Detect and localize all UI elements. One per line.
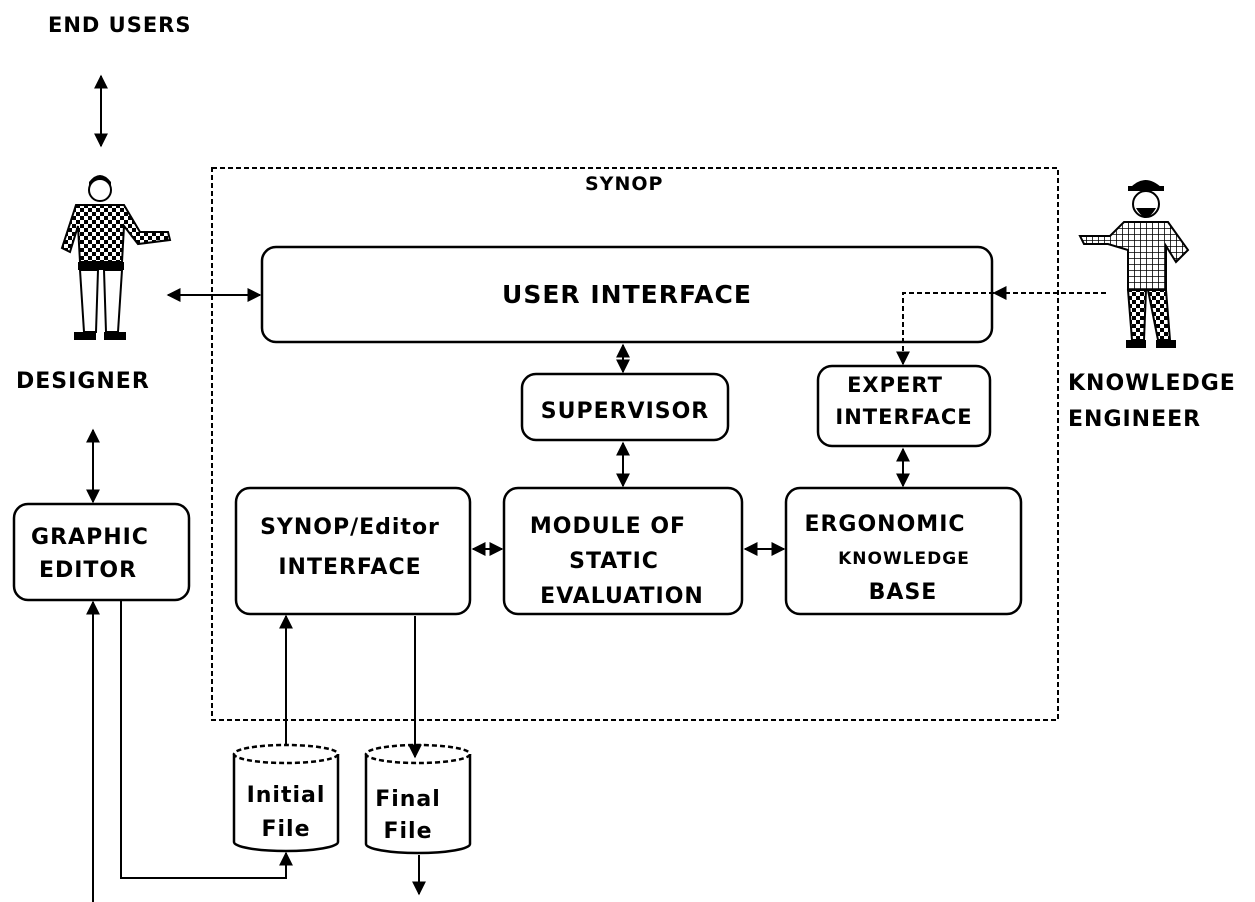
user-interface-box [260,245,994,344]
expert-interface-box [816,364,992,448]
final-file-cylinder [364,743,472,855]
module-line1: MODULE OF [530,514,686,539]
initial-file-line1: Initial [247,783,326,808]
expert-interface-line1: EXPERT [847,373,943,397]
ergonomic-line1: ERGONOMIC [804,512,965,537]
initial-file-line2: File [261,817,310,842]
graphic-editor-to-initial-file-arrow [120,600,293,879]
synop-label: SYNOP [585,173,663,195]
graphic-editor-line2: EDITOR [39,558,137,583]
engineer-to-expert-interface-dashed-arrow [896,292,994,366]
synop-editor-interface-box [234,486,472,616]
supervisor-box [520,372,730,442]
ergonomic-knowledge-base-box [784,486,1023,616]
synop-editor-line1: SYNOP/Editor [260,515,440,540]
synop-editor-line2: INTERFACE [278,555,421,580]
module-static-evaluation-box [502,486,744,616]
supervisor-label: SUPERVISOR [541,399,710,424]
knowledge-label: KNOWLEDGE [1068,371,1236,396]
ergonomic-line2: KNOWLEDGE [838,549,970,569]
engineer-label: ENGINEER [1068,407,1201,432]
user-interface-label: USER INTERFACE [502,280,752,309]
graphic-editor-line1: GRAPHIC [31,525,149,550]
final-file-line1: Final [375,787,441,812]
synop-boundary [211,167,1059,721]
final-file-line2: File [383,819,432,844]
module-line3: EVALUATION [540,584,704,609]
designer-figure-icon [60,175,172,340]
ergonomic-line3: BASE [869,580,938,605]
module-line2: STATIC [569,549,659,574]
initial-file-cylinder [232,743,340,853]
knowledge-engineer-figure-icon [1078,180,1190,348]
end-users-label: END USERS [48,13,191,37]
graphic-editor-box [12,502,191,602]
designer-label: DESIGNER [16,369,150,394]
expert-interface-line2: INTERFACE [835,405,972,429]
